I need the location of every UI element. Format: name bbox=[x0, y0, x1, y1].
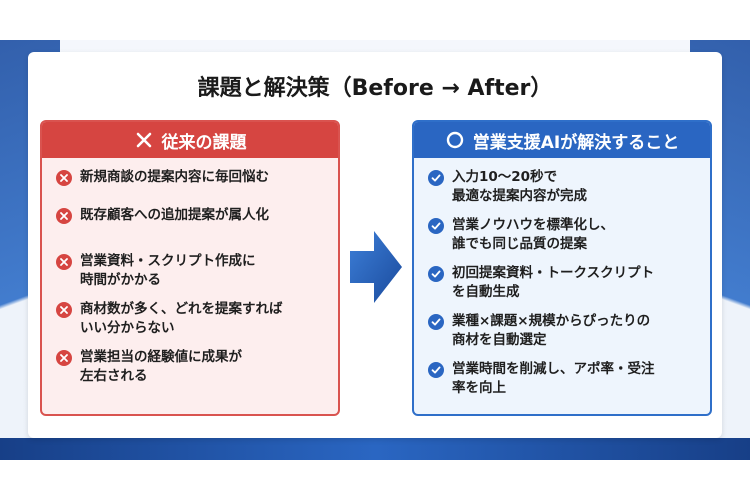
slide: 課題と解決策（Before → After） 従来の課題 新規商談の提案内容に毎… bbox=[0, 40, 750, 460]
check-circle-icon bbox=[428, 266, 444, 282]
content-card: 課題と解決策（Before → After） 従来の課題 新規商談の提案内容に毎… bbox=[28, 52, 722, 438]
before-item: 商材数が多く、どれを提案すれば いい分からない bbox=[56, 300, 326, 348]
before-item-text: 商材数が多く、どれを提案すれば いい分からない bbox=[80, 301, 283, 336]
before-item: 既存顧客への追加提案が属人化 bbox=[56, 206, 326, 252]
before-item-text: 既存顧客への追加提案が属人化 bbox=[80, 207, 269, 223]
after-panel: 営業支援AIが解決すること 入力10〜20秒で 最適な提案内容が完成 営業ノウハ… bbox=[412, 120, 712, 416]
circle-icon bbox=[445, 130, 465, 150]
x-mark-icon bbox=[134, 130, 154, 150]
check-circle-icon bbox=[428, 218, 444, 234]
after-item-text: 初回提案資料・トークスクリプト を自動生成 bbox=[452, 265, 655, 300]
slide-title: 課題と解決策（Before → After） bbox=[197, 76, 553, 101]
before-item: 営業担当の経験値に成果が 左右される bbox=[56, 348, 326, 392]
after-item-text: 入力10〜20秒で 最適な提案内容が完成 bbox=[452, 169, 587, 204]
before-item: 新規商談の提案内容に毎回悩む bbox=[56, 168, 326, 206]
before-item-text: 営業担当の経験値に成果が 左右される bbox=[80, 349, 242, 384]
check-circle-icon bbox=[428, 314, 444, 330]
after-item: 営業ノウハウを標準化し、 誰でも同じ品質の提案 bbox=[428, 216, 698, 264]
before-panel: 従来の課題 新規商談の提案内容に毎回悩む 既存顧客への追加提案が属人化 営業資料… bbox=[40, 120, 340, 416]
after-item-text: 営業ノウハウを標準化し、 誰でも同じ品質の提案 bbox=[452, 217, 614, 252]
check-circle-icon bbox=[428, 170, 444, 186]
after-item: 業種×課題×規模からぴったりの 商材を自動選定 bbox=[428, 312, 698, 360]
check-circle-icon bbox=[428, 362, 444, 378]
after-item: 入力10〜20秒で 最適な提案内容が完成 bbox=[428, 168, 698, 216]
before-panel-title: 従来の課題 bbox=[161, 132, 247, 153]
decorative-band-bottom bbox=[0, 438, 750, 460]
before-list: 新規商談の提案内容に毎回悩む 既存顧客への追加提案が属人化 営業資料・スクリプト… bbox=[42, 158, 338, 392]
after-panel-title: 営業支援AIが解決すること bbox=[472, 132, 680, 153]
after-panel-header: 営業支援AIが解決すること bbox=[414, 122, 710, 158]
before-panel-header: 従来の課題 bbox=[42, 122, 338, 158]
x-circle-icon bbox=[56, 254, 72, 270]
x-circle-icon bbox=[56, 302, 72, 318]
right-arrow-icon bbox=[348, 227, 404, 307]
before-item-text: 新規商談の提案内容に毎回悩む bbox=[80, 169, 269, 185]
before-item-text: 営業資料・スクリプト作成に 時間がかかる bbox=[80, 253, 256, 288]
after-list: 入力10〜20秒で 最適な提案内容が完成 営業ノウハウを標準化し、 誰でも同じ品… bbox=[414, 158, 710, 404]
x-circle-icon bbox=[56, 170, 72, 186]
after-item: 営業時間を削減し、アポ率・受注 率を向上 bbox=[428, 360, 698, 404]
x-circle-icon bbox=[56, 208, 72, 224]
after-item-text: 業種×課題×規模からぴったりの 商材を自動選定 bbox=[452, 313, 651, 348]
before-item: 営業資料・スクリプト作成に 時間がかかる bbox=[56, 252, 326, 300]
x-circle-icon bbox=[56, 350, 72, 366]
after-item-text: 営業時間を削減し、アポ率・受注 率を向上 bbox=[452, 361, 655, 396]
after-item: 初回提案資料・トークスクリプト を自動生成 bbox=[428, 264, 698, 312]
